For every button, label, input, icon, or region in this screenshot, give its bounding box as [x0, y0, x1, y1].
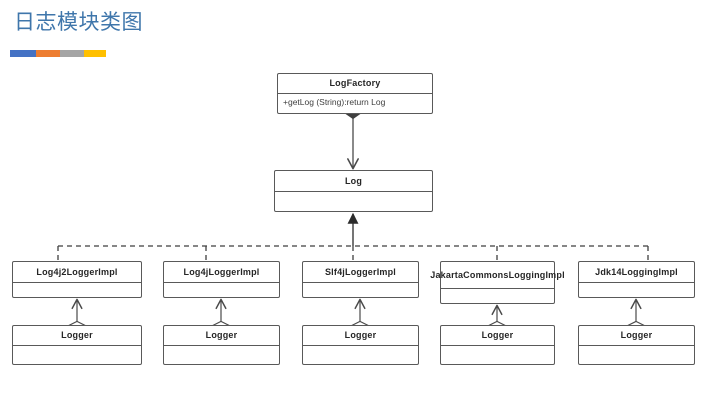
title-accent-bar: [10, 50, 106, 57]
uml-class-jdk14loggingimpl[interactable]: Jdk14LoggingImpl: [578, 261, 695, 298]
uml-class-name-logger-0: Logger: [13, 326, 141, 346]
uml-class-logger-0[interactable]: Logger: [12, 325, 142, 365]
uml-class-name-log4j2loggerimpl: Log4j2LoggerImpl: [13, 262, 141, 283]
uml-class-name-jakartacommonsloggingimpl: JakartaCommonsLoggingImpl: [430, 262, 565, 289]
accent-segment-blue: [10, 50, 36, 57]
accent-segment-gray: [60, 50, 84, 57]
page-title: 日志模块类图: [14, 11, 143, 34]
uml-attributes-jakartacommonsloggingimpl: [441, 289, 554, 303]
accent-segment-yellow: [84, 50, 106, 57]
uml-class-logger-1[interactable]: Logger: [163, 325, 280, 365]
accent-segment-orange: [36, 50, 60, 57]
uml-class-logfactory[interactable]: LogFactory +getLog (String):return Log: [277, 73, 433, 114]
uml-class-name-log: Log: [275, 171, 432, 192]
uml-attributes-logger-3: [441, 346, 554, 364]
uml-attributes-logger-0: [13, 346, 141, 364]
uml-operations-logfactory: +getLog (String):return Log: [283, 97, 386, 107]
uml-attributes-slf4jloggerimpl: [303, 283, 418, 297]
edge-realization-tree: [57, 212, 649, 261]
uml-attributes-log4j2loggerimpl: [13, 283, 141, 297]
uml-class-name-logger-4: Logger: [579, 326, 694, 346]
uml-class-name-slf4jloggerimpl: Slf4jLoggerImpl: [303, 262, 418, 283]
uml-class-log[interactable]: Log: [274, 170, 433, 212]
uml-class-name-log4jloggerimpl: Log4jLoggerImpl: [164, 262, 279, 283]
uml-attributes-jdk14loggingimpl: [579, 283, 694, 297]
uml-class-logger-3[interactable]: Logger: [440, 325, 555, 365]
uml-attributes-logger-4: [579, 346, 694, 364]
uml-class-name-jdk14loggingimpl: Jdk14LoggingImpl: [579, 262, 694, 283]
uml-attributes-log4jloggerimpl: [164, 283, 279, 297]
uml-class-logger-4[interactable]: Logger: [578, 325, 695, 365]
uml-class-name-logger-2: Logger: [303, 326, 418, 346]
uml-class-slf4jloggerimpl[interactable]: Slf4jLoggerImpl: [302, 261, 419, 298]
uml-class-jakartacommonsloggingimpl[interactable]: JakartaCommonsLoggingImpl: [430, 261, 565, 304]
uml-class-name-logger-3: Logger: [441, 326, 554, 346]
uml-attributes-logger-2: [303, 346, 418, 364]
uml-class-log4jloggerimpl[interactable]: Log4jLoggerImpl: [163, 261, 280, 298]
uml-class-name-logfactory: LogFactory: [278, 74, 432, 94]
uml-attributes-log: [275, 192, 432, 211]
uml-class-logger-2[interactable]: Logger: [302, 325, 419, 365]
uml-attributes-logger-1: [164, 346, 279, 364]
uml-class-log4j2loggerimpl[interactable]: Log4j2LoggerImpl: [12, 261, 142, 298]
uml-class-name-logger-1: Logger: [164, 326, 279, 346]
